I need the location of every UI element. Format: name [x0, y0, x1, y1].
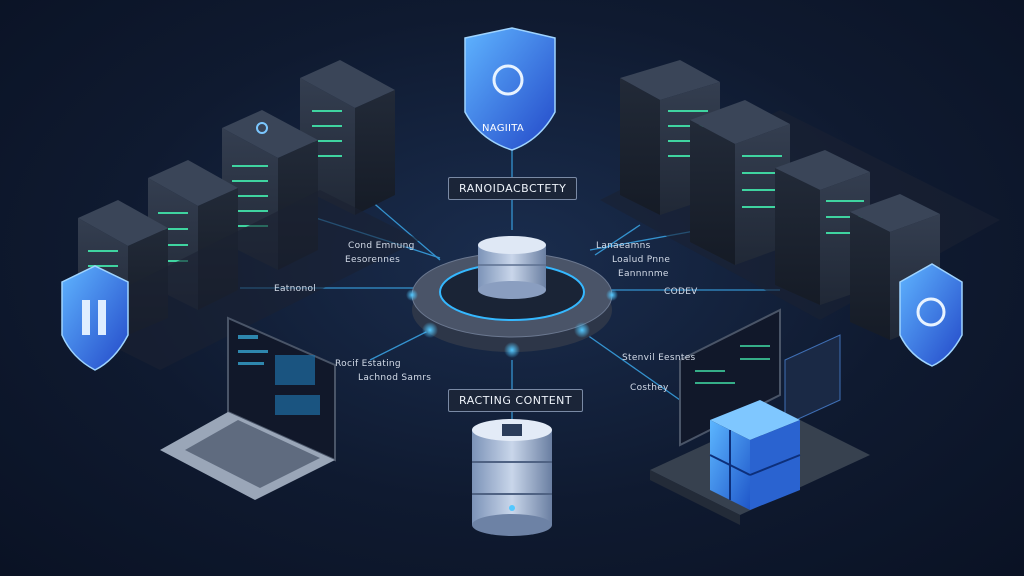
left-label-2: Eatnonol [274, 284, 317, 294]
left-label-1a: Cond Emnung [348, 241, 415, 251]
monitor-icon [679, 308, 841, 447]
bottom-label: RACTING CONTENT [448, 389, 584, 412]
right-label-2: CODEV [664, 287, 698, 297]
left-label-3a: Rocif Estating [335, 359, 401, 369]
right-label-1a: Lanaeamns [596, 241, 651, 251]
hub-label: RANOIDACBCTETY [448, 177, 578, 200]
right-label-3a: Stenvil Eesntes [622, 353, 696, 363]
server-rack-group-left [60, 60, 420, 370]
data-cubes-icon [709, 400, 801, 510]
database-icon [472, 419, 552, 536]
laptop-icon [160, 316, 336, 500]
left-label-1b: Eesorennes [345, 255, 401, 265]
right-label-3b: Costhey [630, 383, 669, 393]
shield-icon [61, 265, 129, 371]
shield-badge-text: NAGIITA [482, 123, 525, 134]
server-rack [690, 100, 790, 265]
shield-icon [464, 27, 556, 151]
left-label-3b: Lachnod Samrs [358, 373, 432, 383]
right-label-1c: Eannnnme [618, 269, 669, 279]
shield-icon [899, 263, 963, 367]
right-label-1b: Loalud Pnne [612, 255, 671, 265]
server-rack-group-right [600, 60, 1000, 340]
central-hub [406, 236, 618, 358]
